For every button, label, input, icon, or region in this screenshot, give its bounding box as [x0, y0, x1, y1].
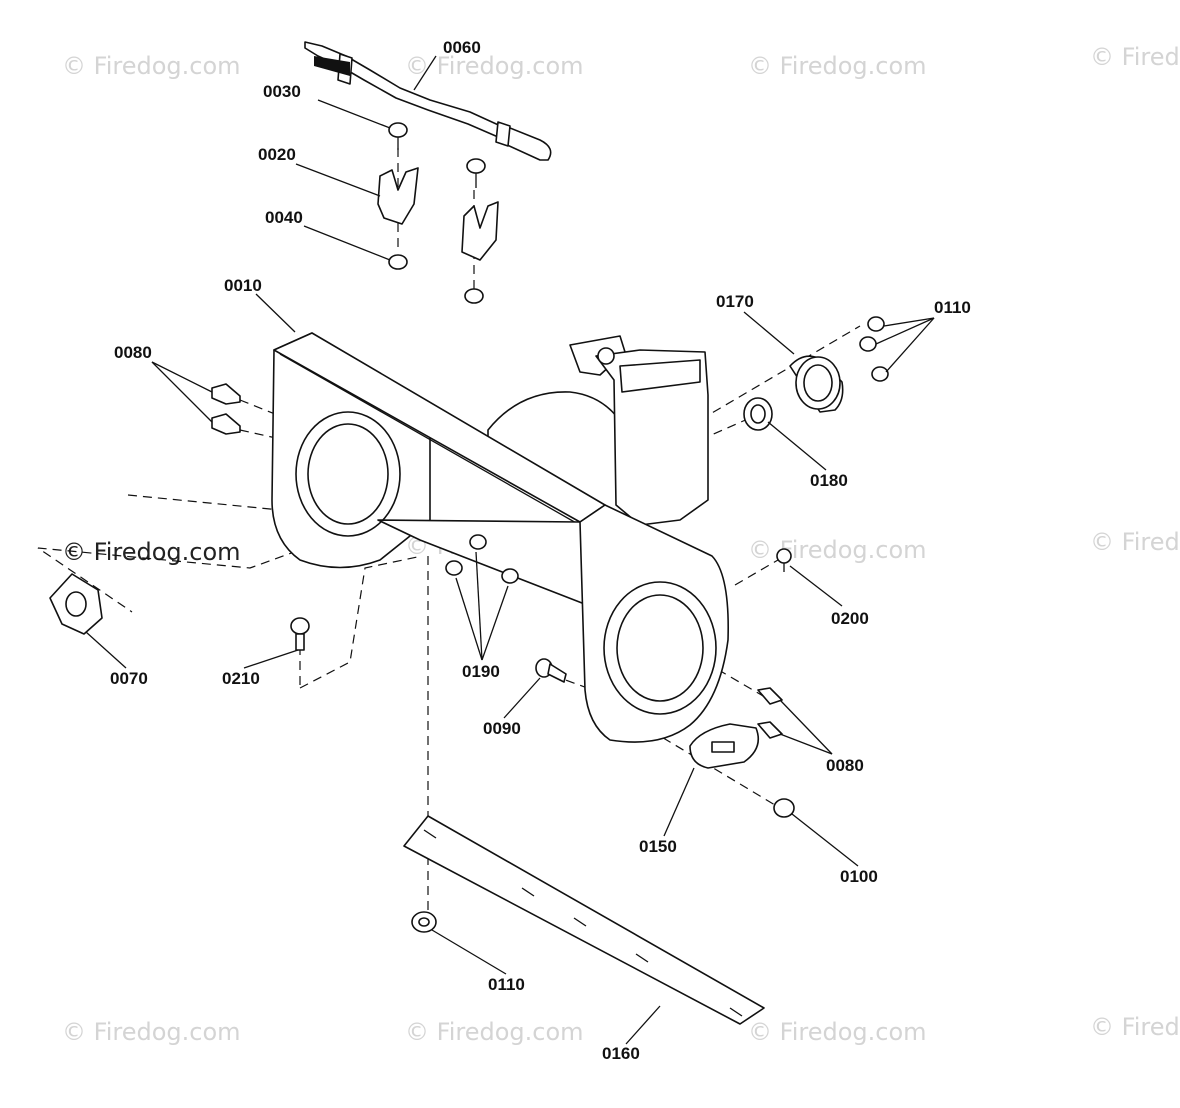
scraper-bar: [403, 815, 765, 1025]
watermark: © Firedog.com: [1090, 528, 1180, 556]
watermark: © Firedog.com: [748, 1018, 927, 1046]
watermark: © Firedog.com: [62, 52, 241, 80]
part-label[interactable]: 0190: [462, 662, 500, 681]
skid-shoe: [689, 723, 760, 769]
part-label[interactable]: 0110: [488, 975, 525, 994]
flange-nuts: [859, 316, 889, 382]
bearing-housing: [49, 573, 103, 635]
carriage-bolt: [290, 617, 310, 651]
part-label[interactable]: 0170: [716, 292, 754, 311]
auger-housing: [271, 332, 729, 743]
part-label[interactable]: 0110: [934, 298, 971, 317]
watermark: © Firedog.com: [62, 1018, 241, 1046]
watermark: © Firedog.com: [1090, 43, 1180, 71]
watermark: © Firedog.com: [62, 538, 241, 566]
part-label[interactable]: 0180: [810, 471, 848, 490]
shoulder-screw: [776, 548, 792, 572]
part-label[interactable]: 0030: [263, 82, 301, 101]
chute-bracket: [377, 167, 499, 261]
watermark: © Firedog.com: [405, 1018, 584, 1046]
part-label[interactable]: 0010: [224, 276, 262, 295]
part-label[interactable]: 0150: [639, 837, 677, 856]
bearing: [743, 397, 773, 431]
scraper-nut: [411, 911, 437, 933]
bearing-flange: [789, 355, 844, 413]
part-label[interactable]: 0070: [110, 669, 148, 688]
hex-bolts-left: [211, 383, 241, 435]
chute-handle-rod: [304, 41, 552, 161]
part-label[interactable]: 0200: [831, 609, 869, 628]
hex-nuts: [388, 254, 484, 304]
part-labels: 0060 0030 0020 0040 0010 0080 0170 0110 …: [110, 38, 971, 1063]
flange-bolt: [535, 658, 567, 683]
part-label[interactable]: 0060: [443, 38, 481, 57]
part-label[interactable]: 0040: [265, 208, 303, 227]
part-label[interactable]: 0100: [840, 867, 878, 886]
part-label[interactable]: 0080: [826, 756, 864, 775]
watermark: © Firedog.com: [748, 536, 927, 564]
part-label[interactable]: 0080: [114, 343, 152, 362]
carriage-screws: [388, 122, 486, 188]
part-label[interactable]: 0210: [222, 669, 260, 688]
part-label[interactable]: 0020: [258, 145, 296, 164]
carriage-bolts-front: [445, 534, 519, 584]
watermark: © Firedog.com: [748, 52, 927, 80]
part-label[interactable]: 0090: [483, 719, 521, 738]
hex-flange-nut: [773, 798, 795, 818]
leader-lines: [85, 55, 935, 1045]
watermark: © Firedog.com: [1090, 1013, 1180, 1041]
hex-bolts-right: [757, 687, 783, 739]
watermark: © Firedog.com: [405, 52, 584, 80]
part-label[interactable]: 0160: [602, 1044, 640, 1063]
